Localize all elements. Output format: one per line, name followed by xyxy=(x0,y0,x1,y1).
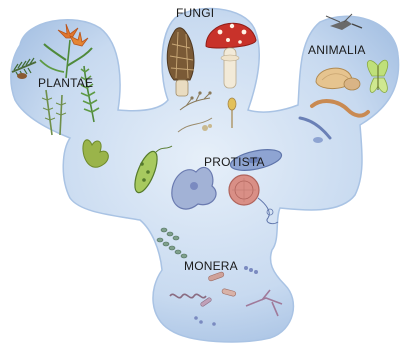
kingdom-label-fungi: FUNGI xyxy=(176,6,214,20)
kingdom-label-plantae: PLANTAE xyxy=(38,76,93,90)
small-cell-icon xyxy=(313,137,323,143)
small-shell-icon xyxy=(344,78,360,90)
kingdom-label-animalia: ANIMALIA xyxy=(308,43,366,57)
kingdom-label-monera: MONERA xyxy=(184,259,238,273)
kingdom-label-protista: PROTISTA xyxy=(204,155,265,169)
